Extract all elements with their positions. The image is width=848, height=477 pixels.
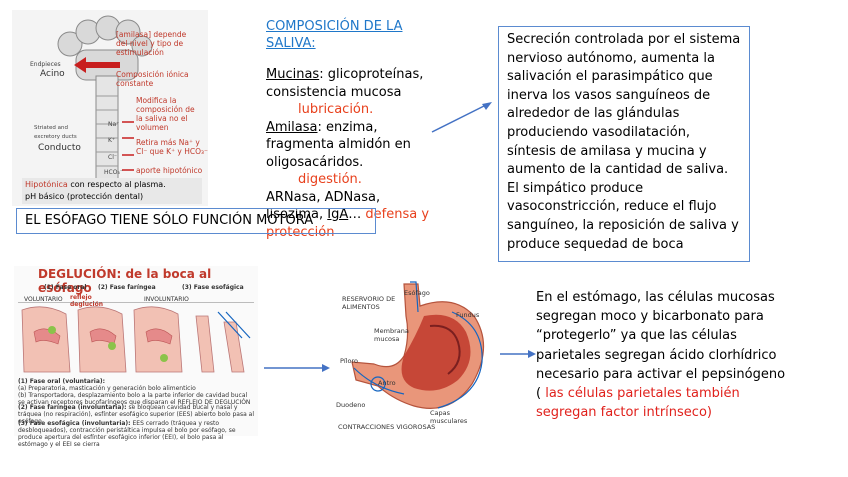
note1: (1) Fase oral (voluntaria): (a) Preparat… xyxy=(18,378,254,406)
fase3-label: (3) Fase esofágica xyxy=(182,284,244,291)
stomach-cells-text: En el estómago, las células mucosas segr… xyxy=(536,288,794,422)
arnasa-text: ARNasa, ADNasa, lisozima, xyxy=(266,189,381,223)
label-modifica: Modifica la composición de la saliva no … xyxy=(136,96,195,132)
reservorio-label: RESERVORIO DE ALIMENTOS xyxy=(342,295,396,311)
ion-k: K⁺ xyxy=(108,137,116,144)
antro-label: Antro xyxy=(378,379,396,387)
reflejo-label: reflejo deglución xyxy=(70,294,103,308)
esophagus-box: EL ESÓFAGO TIENE SÓLO FUNCIÓN MOTORA xyxy=(16,208,376,234)
mucinas-function: lubricación. xyxy=(298,102,374,117)
hipotonica-label: Hipotónica xyxy=(25,180,68,189)
capas-label: Capas musculares xyxy=(430,409,468,425)
deglution-panel: DEGLUCIÓN: de la boca al esófago (1) Fas… xyxy=(14,266,258,448)
saliva-composition: COMPOSICIÓN DE LA SALIVA: Mucinas: glico… xyxy=(266,18,436,241)
voluntario-label: VOLUNTARIO xyxy=(24,296,63,303)
arrow-to-stomach-text xyxy=(500,350,536,358)
salivary-gland-diagram: Endpieces Acino Striated and excretory d… xyxy=(12,10,208,206)
amilasa-text: : enzima, fragmenta almidón en oligosacá… xyxy=(266,119,411,170)
label-endpieces: Endpieces xyxy=(30,61,61,68)
arrow-to-stomach xyxy=(264,364,330,372)
ion-na: Na⁺ xyxy=(108,121,120,128)
duodeno-label: Duodeno xyxy=(336,401,366,409)
ion-hco3: HCO₃⁻ xyxy=(104,169,123,176)
label-conducto: Conducto xyxy=(38,143,81,153)
mucinas-term: Mucinas xyxy=(266,67,320,82)
gland-illustration xyxy=(57,15,153,181)
mucinas-text: : glicoproteínas, consistencia mucosa xyxy=(266,67,424,100)
iga-rest: … xyxy=(348,207,366,222)
stomach-diagram: RESERVORIO DE ALIMENTOS Esófago Fundus M… xyxy=(334,276,496,436)
note2-head: (2) Fase faríngea (involuntaria): xyxy=(18,404,127,411)
amilasa-function: digestión. xyxy=(298,172,362,187)
simpatico-text: El simpático produce vasoconstricción, r… xyxy=(507,180,739,252)
note3-text: EES cerrado (tráquea y resto desbloquead… xyxy=(18,420,236,448)
label-aporte: aporte hipotónico xyxy=(136,166,203,175)
esofago-label: Esófago xyxy=(404,289,430,297)
stomach-illustration xyxy=(351,281,485,409)
label-ionica: Composición iónica constante xyxy=(116,70,189,88)
secretion-control-box: Secreción controlada por el sistema nerv… xyxy=(498,26,750,262)
ph-basico: pH básico (protección dental) xyxy=(25,192,144,201)
note1-b: (b) Transportadora, desplazamiento bolo … xyxy=(18,392,251,406)
note2: (2) Fase faríngea (involuntaria): se blo… xyxy=(18,404,254,425)
fundus-label: Fundus xyxy=(456,311,480,319)
estomago-main: En el estómago, las células mucosas segr… xyxy=(536,290,786,402)
composition-title: COMPOSICIÓN DE LA SALIVA: xyxy=(266,19,403,51)
label-acino: Acino xyxy=(40,69,65,79)
label-striated-ducts: Striated and excretory ducts xyxy=(34,125,77,140)
deglution-illustration xyxy=(18,302,254,373)
parasimpatico-text: Secreción controlada por el sistema nerv… xyxy=(507,32,741,178)
note2-text: se bloquean cavidad bucal y nasal y tráq… xyxy=(18,404,255,425)
amilasa-term: Amilasa xyxy=(266,119,318,135)
note3-head: (3) Fase esofágica (involuntaria): xyxy=(18,420,131,427)
hipotonica-rest: con respecto al plasma. xyxy=(67,180,166,189)
arrow-to-secretion xyxy=(431,102,492,133)
note1-head: (1) Fase oral (voluntaria): xyxy=(18,378,106,385)
involuntario-label: INVOLUNTARIO xyxy=(144,296,189,303)
iga-term: IgA xyxy=(327,207,349,222)
label-retira: Retira más Na⁺ y Cl⁻ que K⁺ y HCO₃⁻ xyxy=(136,138,209,156)
note1-a: (a) Preparatoria, masticación y generaci… xyxy=(18,385,196,392)
gland-summary: Hipotónica con respecto al plasma. pH bá… xyxy=(22,178,202,204)
label-amilasa: [amilasa] depende del nivel y tipo de es… xyxy=(116,30,187,57)
ion-cl: Cl⁻ xyxy=(108,154,118,161)
fase2-label: (2) Fase faríngea xyxy=(98,284,156,291)
contracciones-label: CONTRACCIONES VIGOROSAS xyxy=(338,423,436,431)
deglution-title: DEGLUCIÓN: de la boca al esófago xyxy=(38,267,212,295)
piloro-label: Píloro xyxy=(340,357,359,365)
note3: (3) Fase esofágica (involuntaria): EES c… xyxy=(18,420,254,448)
iga-function: defensa y protección xyxy=(266,207,430,240)
membrana-label: Membrana mucosa xyxy=(374,327,409,343)
estomago-red: las células parietales también segregan … xyxy=(536,386,740,421)
fase1-label: (1) Fase oral xyxy=(44,284,87,291)
